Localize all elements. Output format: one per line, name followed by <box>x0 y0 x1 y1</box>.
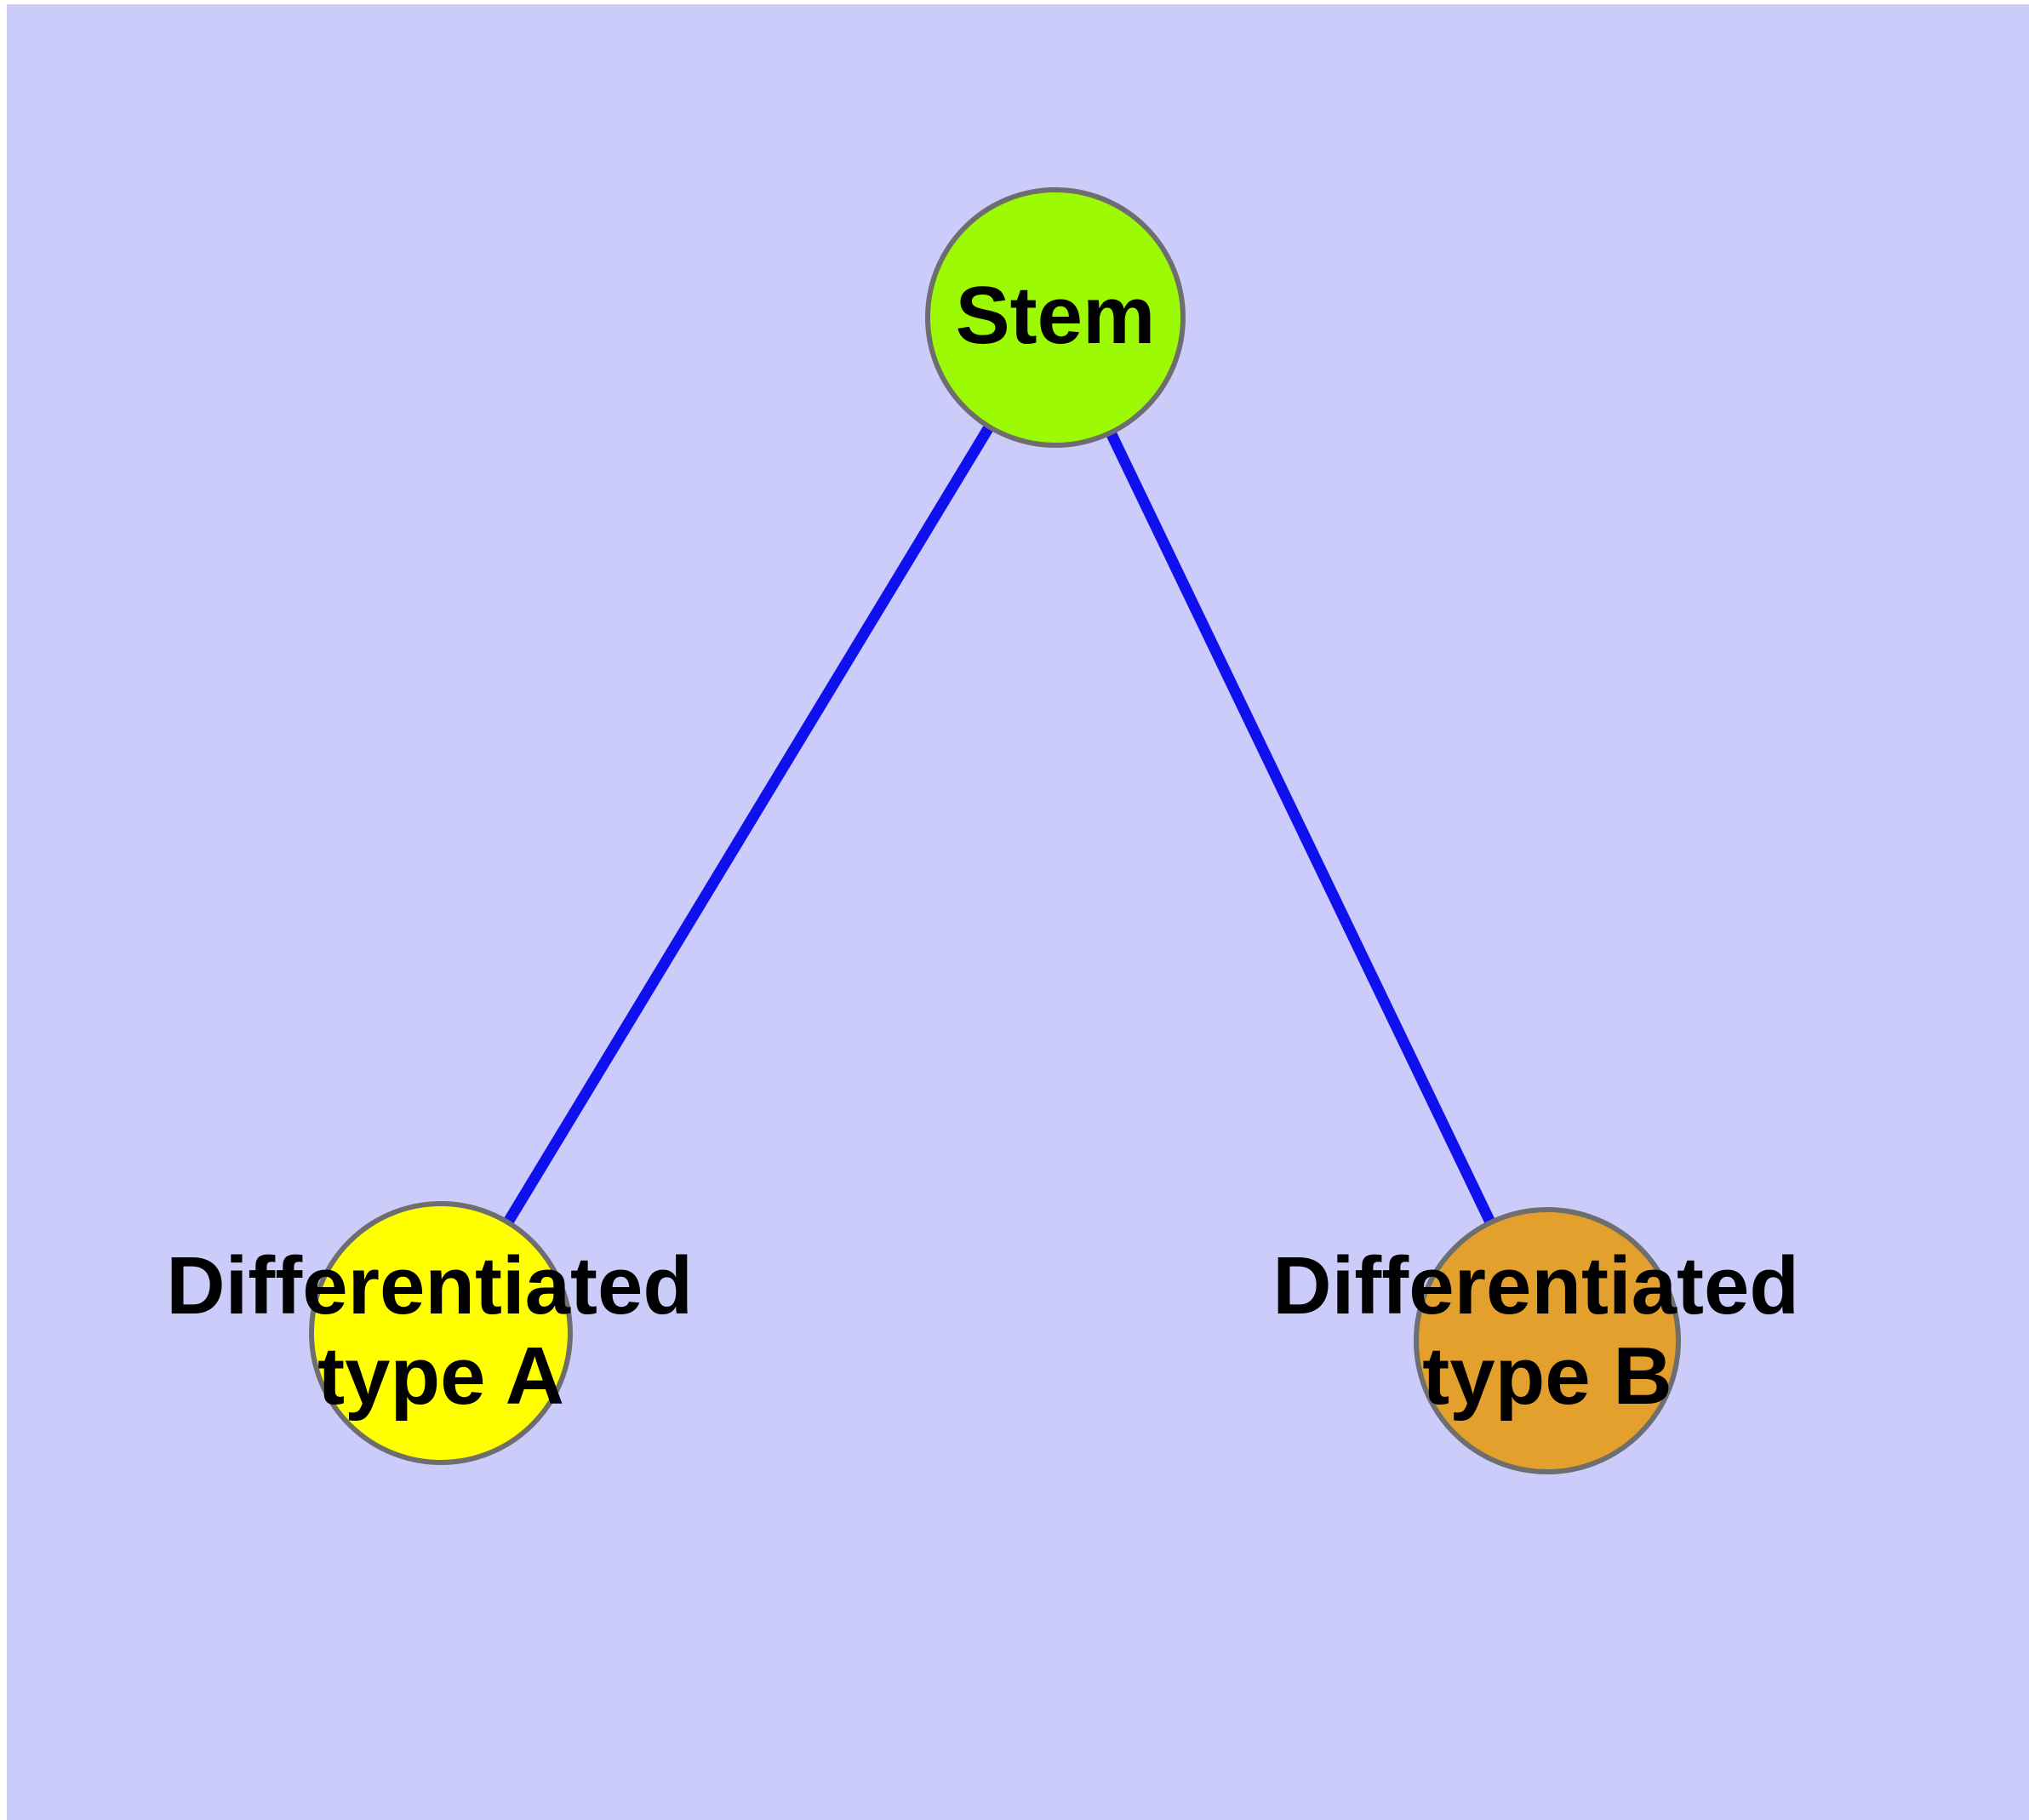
node-differentiated-type-a[interactable] <box>309 1201 573 1465</box>
label-layer: Stem Differentiated type A Differentiate… <box>166 270 1821 1422</box>
node-differentiated-type-a-label: Differentiated type A <box>166 1240 715 1422</box>
node-stem[interactable] <box>925 187 1186 448</box>
node-differentiated-type-a-circle[interactable] <box>309 1201 573 1465</box>
node-differentiated-type-a-label-line-1: Differentiated <box>166 1240 693 1331</box>
edge-stem-to-differentiated-type-b[interactable] <box>1050 315 1552 1343</box>
edge-layer <box>436 314 1552 1343</box>
node-differentiated-type-b[interactable] <box>1414 1207 1681 1474</box>
node-differentiated-type-b-circle[interactable] <box>1414 1207 1681 1474</box>
node-differentiated-type-b-label-line-1: Differentiated <box>1272 1240 1799 1331</box>
node-stem-label-line-1: Stem <box>956 270 1156 361</box>
node-differentiated-type-a-label-line-2: type A <box>317 1331 564 1422</box>
node-layer <box>309 187 1681 1474</box>
node-stem-label: Stem <box>956 270 1156 361</box>
edge-stem-to-differentiated-type-a[interactable] <box>436 314 1060 1336</box>
node-differentiated-type-b-label: Differentiated type B <box>1272 1240 1821 1422</box>
node-stem-circle[interactable] <box>925 187 1186 448</box>
node-differentiated-type-b-label-line-2: type B <box>1422 1331 1672 1422</box>
